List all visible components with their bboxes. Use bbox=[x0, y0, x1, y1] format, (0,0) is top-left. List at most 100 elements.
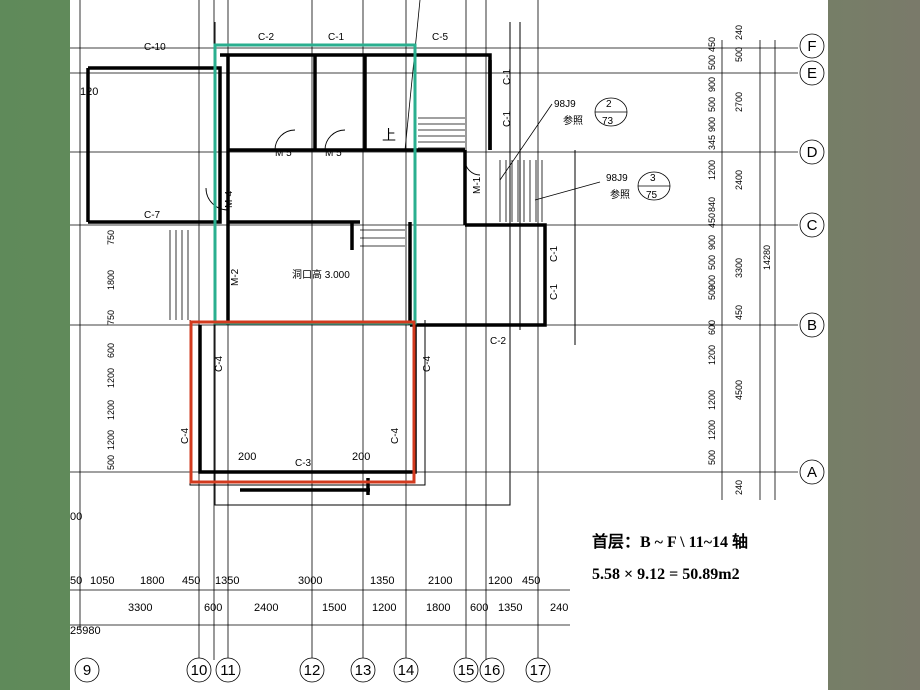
dimension-label: 900 bbox=[707, 275, 717, 290]
dimension-label: 500 bbox=[707, 55, 717, 70]
axis-letter-F: F bbox=[807, 38, 816, 55]
door-label: M-4 bbox=[224, 190, 235, 208]
door-label: M-1 bbox=[472, 176, 483, 194]
callout-page: 73 bbox=[602, 116, 614, 127]
axis-letter-C: C bbox=[807, 217, 818, 234]
dimension-label: 200 bbox=[352, 451, 370, 463]
dimension-label: 3300 bbox=[734, 258, 744, 278]
dimension-label: 900 bbox=[707, 117, 717, 132]
axis-letter-C-circle bbox=[799, 212, 825, 238]
window-label: C-1 bbox=[502, 110, 513, 127]
door-label: M-2 bbox=[230, 268, 241, 286]
axis-number-16: 16 bbox=[484, 662, 501, 679]
axis-number-11-circle bbox=[215, 657, 241, 683]
axis-number-10-circle bbox=[186, 657, 212, 683]
window-label: C-4 bbox=[422, 355, 433, 372]
red-highlight-rect bbox=[189, 320, 416, 484]
dimension-total: 14280 bbox=[762, 245, 772, 270]
dimension-label: 1350 bbox=[215, 575, 239, 587]
window-label: C-7 bbox=[144, 210, 161, 221]
dimension-label: 4500 bbox=[734, 380, 744, 400]
dimension-label: 500 bbox=[707, 255, 717, 270]
axis-number-12: 12 bbox=[304, 662, 321, 679]
dimension-label: 1200 bbox=[707, 420, 717, 440]
dimension-label: 2700 bbox=[734, 92, 744, 112]
dimension-label: 600 bbox=[470, 602, 488, 614]
dimension-label: 750 bbox=[106, 230, 116, 245]
dimension-label: 600 bbox=[707, 320, 717, 335]
axis-letter-A-circle bbox=[799, 459, 825, 485]
axis-number-17-circle bbox=[525, 657, 551, 683]
window-label: C-3 bbox=[295, 458, 312, 469]
dimension-label: 1200 bbox=[488, 575, 512, 587]
dimension-label: 900 bbox=[707, 235, 717, 250]
dimension-label: 1200 bbox=[372, 602, 396, 614]
dimension-label: 240 bbox=[734, 25, 744, 40]
dimension-label: 1200 bbox=[707, 345, 717, 365]
dimension-label: 1800 bbox=[140, 575, 164, 587]
dimension-label: 600 bbox=[204, 602, 222, 614]
axis-letter-E: E bbox=[807, 65, 817, 82]
window-label: C-4 bbox=[214, 355, 225, 372]
window-label: C-1 bbox=[328, 32, 345, 43]
dimension-label: 1200 bbox=[106, 368, 116, 388]
axis-letter-A: A bbox=[807, 464, 817, 481]
axis-number-13: 13 bbox=[355, 662, 372, 679]
dimension-label: 1050 bbox=[90, 575, 114, 587]
dimension-label: 500 bbox=[707, 285, 717, 300]
axis-number-15-circle bbox=[453, 657, 479, 683]
dimension-label: 1350 bbox=[498, 602, 522, 614]
dimension-label: 1350 bbox=[370, 575, 394, 587]
dimension-label: 2400 bbox=[254, 602, 278, 614]
axis-number-9: 9 bbox=[83, 662, 91, 679]
dimension-label: 600 bbox=[106, 343, 116, 358]
dimension-label: 3000 bbox=[298, 575, 322, 587]
dimension-label: 240 bbox=[550, 602, 568, 614]
window-label: C-4 bbox=[390, 427, 401, 444]
axis-number-13-circle bbox=[350, 657, 376, 683]
window-label: C-2 bbox=[490, 336, 507, 347]
caption-line-1: 首层：B ~ F \ 11~14 轴 bbox=[592, 534, 749, 551]
stair-up-label: 上 bbox=[382, 127, 396, 143]
dimension-label: 750 bbox=[106, 310, 116, 325]
dimension-label: 200 bbox=[238, 451, 256, 463]
opening-height-note: 洞口高 3.000 bbox=[292, 268, 350, 281]
dimension-total: 25980 bbox=[70, 625, 101, 637]
dimension-label: 1800 bbox=[106, 270, 116, 290]
caption-line-2: 5.58 × 9.12 = 50.89m2 bbox=[592, 566, 740, 583]
dimension-label: 240 bbox=[734, 480, 744, 495]
dimension-label: 500 bbox=[106, 455, 116, 470]
window-label: C-4 bbox=[180, 427, 191, 444]
dimension-label: 450 bbox=[182, 575, 200, 587]
callout-ref: 98J9 bbox=[606, 173, 628, 184]
dimension-label: 500 bbox=[734, 47, 744, 62]
dimension-label: 120 bbox=[80, 86, 98, 98]
window-label: C-1 bbox=[549, 283, 560, 300]
dimension-label: 900 bbox=[707, 77, 717, 92]
axis-number-10: 10 bbox=[191, 662, 208, 679]
callout-page: 75 bbox=[646, 190, 658, 201]
axis-number-14: 14 bbox=[398, 662, 415, 679]
dimension-label: 345 bbox=[707, 135, 717, 150]
window-label: C-5 bbox=[432, 32, 449, 43]
dimension-label: 500 bbox=[707, 450, 717, 465]
dimension-label: 1200 bbox=[707, 160, 717, 180]
door-label: M 5 bbox=[275, 148, 292, 159]
callout-note: 参照 bbox=[563, 114, 583, 127]
window-label: C-10 bbox=[144, 42, 166, 53]
callout-sheet: 2 bbox=[606, 99, 612, 110]
dimension-label: 3300 bbox=[128, 602, 152, 614]
axis-letter-B: B bbox=[807, 317, 817, 334]
axis-number-15: 15 bbox=[458, 662, 475, 679]
axis-number-9-circle bbox=[74, 657, 100, 683]
axis-letter-D: D bbox=[807, 144, 818, 161]
dimension-label: 450 bbox=[707, 37, 717, 52]
axis-letter-B-circle bbox=[799, 312, 825, 338]
dimension-label: 1800 bbox=[426, 602, 450, 614]
window-label: C-2 bbox=[258, 32, 275, 43]
axis-number-12-circle bbox=[299, 657, 325, 683]
dimension-label: 2100 bbox=[428, 575, 452, 587]
dimension-label: 1200 bbox=[106, 400, 116, 420]
dimension-label: 1500 bbox=[322, 602, 346, 614]
